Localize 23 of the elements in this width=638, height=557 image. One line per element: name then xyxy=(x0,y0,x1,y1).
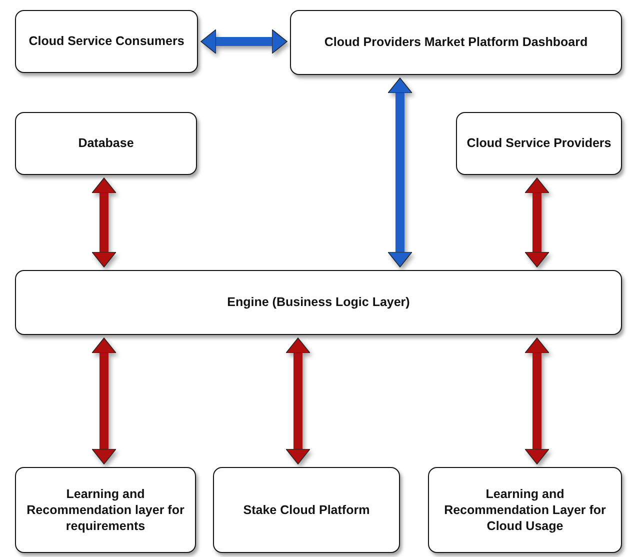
box-label: Cloud Providers Market Platform Dashboard xyxy=(324,34,588,51)
box-label: Cloud Service Providers xyxy=(466,135,612,152)
double-arrow xyxy=(92,178,116,268)
box-label: Engine (Business Logic Layer) xyxy=(227,294,410,311)
double-arrow xyxy=(524,178,550,268)
process-box xyxy=(15,112,197,175)
process-box xyxy=(456,112,622,175)
box-label: Stake Cloud Platform xyxy=(243,502,370,518)
double-arrow xyxy=(92,338,116,464)
process-box xyxy=(290,10,622,75)
box-label: Learning and Recommendation Layer for Cloud Usage xyxy=(443,486,607,534)
double-arrow xyxy=(286,338,310,464)
process-box xyxy=(15,467,196,553)
process-box xyxy=(15,10,198,73)
box-label: Learning and Recommendation layer for requirements xyxy=(26,486,186,534)
box-label: Cloud Service Consumers xyxy=(28,33,184,50)
box-label: Database xyxy=(78,135,134,152)
process-box xyxy=(213,467,400,553)
double-arrow xyxy=(388,78,412,268)
double-arrow xyxy=(200,29,288,54)
process-box xyxy=(428,467,622,553)
double-arrow xyxy=(524,338,550,464)
process-box xyxy=(15,270,622,335)
